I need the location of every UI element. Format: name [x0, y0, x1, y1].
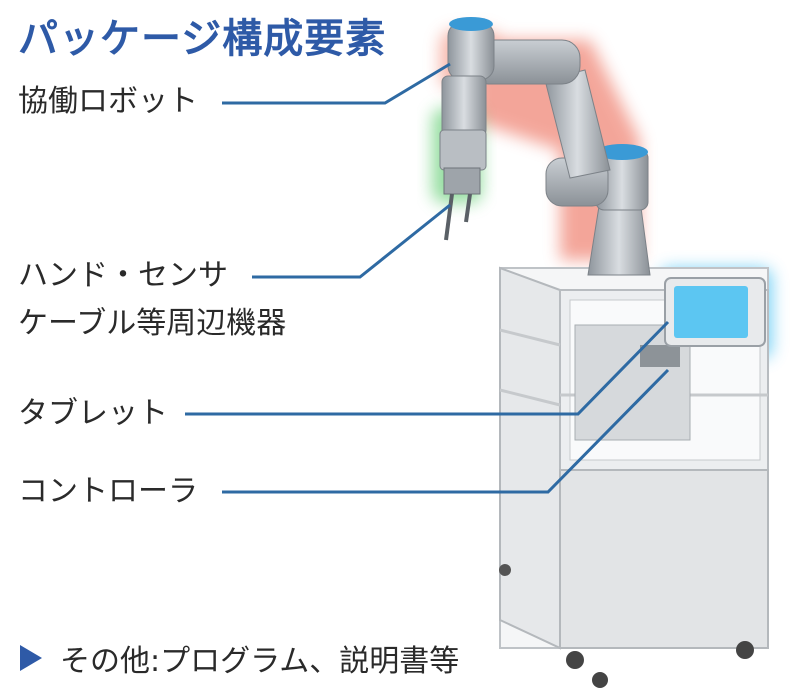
tablet-device — [664, 277, 766, 347]
leader-robot — [222, 62, 451, 105]
label-controller: コントローラ — [18, 474, 198, 509]
page-title: パッケージ構成要素 — [18, 16, 387, 62]
triangle-bullet-icon — [20, 645, 42, 671]
label-cobot: 協働ロボット — [18, 84, 198, 119]
label-tablet: タブレット — [18, 396, 168, 431]
footer-note: その他:プログラム、説明書等 — [20, 636, 459, 680]
leader-lines — [185, 62, 670, 494]
leader-hand — [252, 203, 451, 279]
footer-text: その他:プログラム、説明書等 — [60, 644, 460, 679]
label-hand-sensor: ハンド・センサ — [18, 258, 228, 293]
label-peripherals: ケーブル等周辺機器 — [18, 306, 287, 341]
robot-arm — [439, 17, 651, 276]
cart — [499, 266, 769, 688]
leader-tablet — [185, 320, 670, 416]
leader-controller — [222, 368, 670, 494]
